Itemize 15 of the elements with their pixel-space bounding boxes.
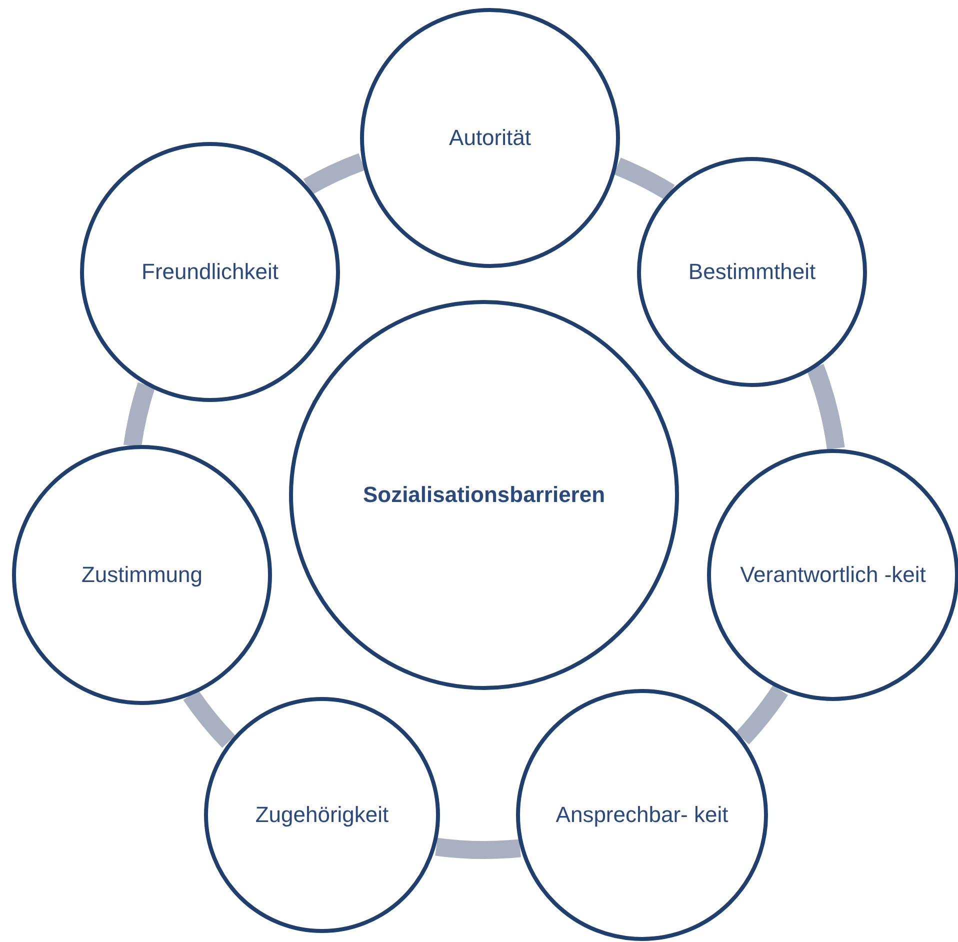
connector-arc — [124, 382, 156, 448]
node-label: Bestimmtheit — [687, 258, 817, 286]
node-label: Sozialisationsbarrieren — [362, 481, 606, 510]
connector-arc — [304, 153, 366, 195]
node-label: Verantwortlich -keit — [739, 561, 927, 590]
connector-arc — [806, 364, 845, 450]
node-label: Ansprechbar- keit — [554, 801, 730, 830]
node-label: Zugehörigkeit — [254, 801, 390, 830]
node-label: Freundlichkeit — [140, 258, 280, 286]
node-label: Autorität — [448, 124, 532, 152]
connector-arc — [435, 838, 521, 859]
connector-arc — [736, 685, 788, 744]
connector-arc — [614, 158, 675, 200]
node-label: Zustimmung — [80, 561, 204, 590]
connector-arc — [183, 690, 236, 748]
